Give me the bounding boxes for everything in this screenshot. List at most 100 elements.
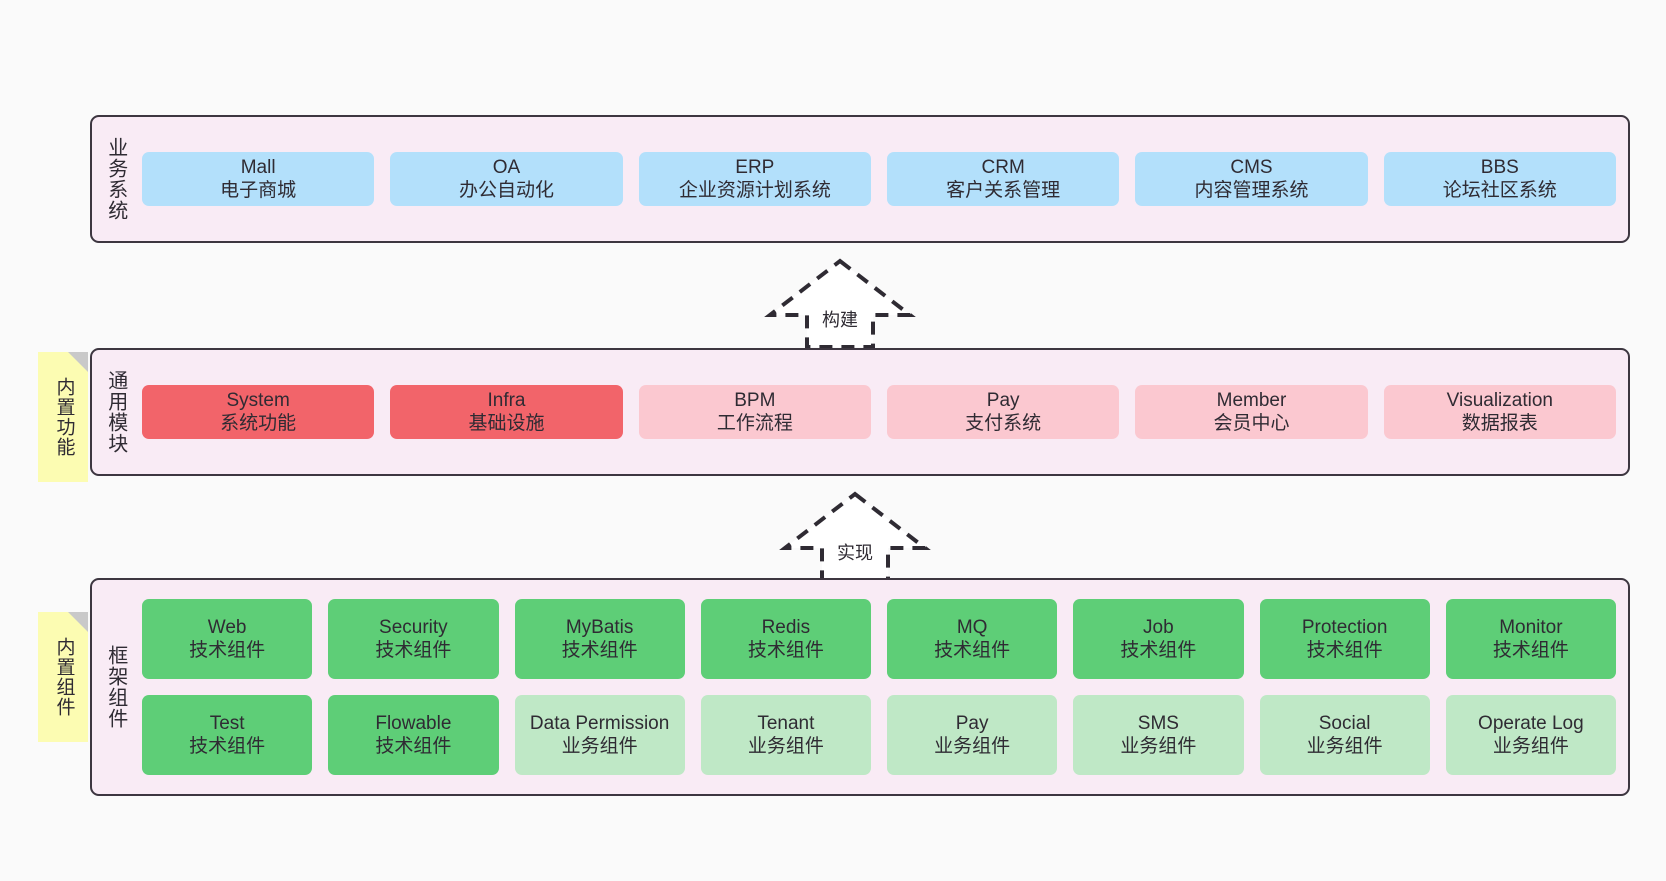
card-subtitle: 业务组件 xyxy=(1120,736,1197,757)
connector-build-label: 构建 xyxy=(822,310,858,330)
layer-framework-components-body: Web 技术组件 Security 技术组件 MyBatis 技术组件 Redi… xyxy=(138,580,1628,794)
card-subtitle: 业务组件 xyxy=(1492,736,1569,757)
card-subtitle: 数据报表 xyxy=(1461,413,1538,434)
card-cms[interactable]: CMS 内容管理系统 xyxy=(1135,151,1368,207)
folded-corner-icon xyxy=(68,612,88,632)
card-title: Job xyxy=(1143,616,1174,638)
business-systems-row: Mall 电子商城 OA 办公自动化 ERP 企业资源计划系统 CRM 客户关系… xyxy=(142,151,1616,207)
card-bbs[interactable]: BBS 论坛社区系统 xyxy=(1383,151,1616,207)
card-subtitle: 技术组件 xyxy=(934,640,1011,661)
card-crm[interactable]: CRM 客户关系管理 xyxy=(886,151,1120,207)
card-title: Protection xyxy=(1301,616,1388,638)
card-job[interactable]: Job 技术组件 xyxy=(1073,599,1244,679)
card-mq[interactable]: MQ 技术组件 xyxy=(887,599,1058,679)
card-visualization[interactable]: Visualization 数据报表 xyxy=(1383,384,1616,440)
connector-build: 构建 xyxy=(755,255,925,350)
layer-business-systems: 业务系统 Mall 电子商城 OA 办公自动化 ERP 企业资源计划系统 CRM… xyxy=(90,115,1630,243)
card-title: Redis xyxy=(761,616,811,638)
card-subtitle: 技术组件 xyxy=(561,640,638,661)
card-tenant[interactable]: Tenant 业务组件 xyxy=(700,695,871,775)
common-modules-row: System 系统功能 Infra 基础设施 BPM 工作流程 Pay 支付系统… xyxy=(142,384,1616,440)
card-member[interactable]: Member 会员中心 xyxy=(1135,384,1368,440)
hollow-arrow-up-icon xyxy=(779,491,931,582)
card-operate-log[interactable]: Operate Log 业务组件 xyxy=(1445,695,1616,775)
card-mall[interactable]: Mall 电子商城 xyxy=(142,151,375,207)
card-title: OA xyxy=(492,156,521,178)
card-pay-module[interactable]: Pay 支付系统 xyxy=(886,384,1120,440)
card-title: Web xyxy=(207,616,247,638)
card-subtitle: 会员中心 xyxy=(1213,413,1290,434)
layer-business-systems-body: Mall 电子商城 OA 办公自动化 ERP 企业资源计划系统 CRM 客户关系… xyxy=(138,117,1628,241)
card-title: Member xyxy=(1216,389,1287,411)
connector-implement: 实现 xyxy=(770,488,940,583)
card-erp[interactable]: ERP 企业资源计划系统 xyxy=(638,151,871,207)
card-subtitle: 技术组件 xyxy=(1492,640,1569,661)
card-subtitle: 论坛社区系统 xyxy=(1442,180,1557,201)
card-title: Tenant xyxy=(757,712,815,734)
card-subtitle: 办公自动化 xyxy=(458,180,554,201)
folded-corner-icon xyxy=(68,352,88,372)
card-mybatis[interactable]: MyBatis 技术组件 xyxy=(514,599,685,679)
card-subtitle: 技术组件 xyxy=(189,640,266,661)
card-oa[interactable]: OA 办公自动化 xyxy=(390,151,623,207)
card-title: CRM xyxy=(981,156,1025,178)
connector-implement-label: 实现 xyxy=(837,543,873,563)
card-title: Mall xyxy=(240,156,276,178)
card-subtitle: 技术组件 xyxy=(1306,640,1383,661)
card-test[interactable]: Test 技术组件 xyxy=(142,695,313,775)
layer-common-modules-label: 通用模块 xyxy=(104,370,127,454)
card-title: Monitor xyxy=(1499,616,1563,638)
sticky-note-builtin-components: 内置组件 xyxy=(38,612,88,742)
layer-framework-components: 框架组件 Web 技术组件 Security 技术组件 MyBatis 技术组件… xyxy=(90,578,1630,796)
card-web[interactable]: Web 技术组件 xyxy=(142,599,313,679)
sticky-note-builtin-features: 内置功能 xyxy=(38,352,88,482)
card-protection[interactable]: Protection 技术组件 xyxy=(1259,599,1430,679)
sticky-note-builtin-components-label: 内置组件 xyxy=(53,637,75,717)
card-title: Data Permission xyxy=(529,712,670,734)
card-title: Infra xyxy=(487,389,526,411)
card-sms[interactable]: SMS 业务组件 xyxy=(1073,695,1244,775)
card-subtitle: 技术组件 xyxy=(189,736,266,757)
card-title: MQ xyxy=(956,616,988,638)
card-subtitle: 电子商城 xyxy=(220,180,297,201)
card-social[interactable]: Social 业务组件 xyxy=(1259,695,1430,775)
card-flowable[interactable]: Flowable 技术组件 xyxy=(328,695,499,775)
card-redis[interactable]: Redis 技术组件 xyxy=(700,599,871,679)
card-security[interactable]: Security 技术组件 xyxy=(328,599,499,679)
card-title: Operate Log xyxy=(1478,712,1584,734)
card-subtitle: 业务组件 xyxy=(747,736,824,757)
layer-business-systems-label: 业务系统 xyxy=(104,137,127,221)
card-title: Flowable xyxy=(375,712,452,734)
card-title: SMS xyxy=(1137,712,1179,734)
card-title: Pay xyxy=(955,712,989,734)
card-subtitle: 工作流程 xyxy=(716,413,793,434)
card-title: Pay xyxy=(986,389,1020,411)
card-subtitle: 企业资源计划系统 xyxy=(678,180,831,201)
card-subtitle: 系统功能 xyxy=(220,413,297,434)
card-bpm[interactable]: BPM 工作流程 xyxy=(638,384,871,440)
card-title: BPM xyxy=(734,389,776,411)
card-title: Test xyxy=(209,712,245,734)
card-title: CMS xyxy=(1230,156,1273,178)
framework-business-components-row: Test 技术组件 Flowable 技术组件 Data Permission … xyxy=(142,695,1616,775)
card-infra[interactable]: Infra 基础设施 xyxy=(390,384,623,440)
layer-common-modules: 通用模块 System 系统功能 Infra 基础设施 BPM 工作流程 Pay… xyxy=(90,348,1630,476)
card-pay-component[interactable]: Pay 业务组件 xyxy=(887,695,1058,775)
card-system[interactable]: System 系统功能 xyxy=(142,384,375,440)
card-data-permission[interactable]: Data Permission 业务组件 xyxy=(514,695,685,775)
card-subtitle: 技术组件 xyxy=(375,640,452,661)
card-subtitle: 基础设施 xyxy=(468,413,545,434)
card-title: ERP xyxy=(735,156,775,178)
card-subtitle: 内容管理系统 xyxy=(1194,180,1309,201)
card-subtitle: 技术组件 xyxy=(747,640,824,661)
layer-common-modules-body: System 系统功能 Infra 基础设施 BPM 工作流程 Pay 支付系统… xyxy=(138,350,1628,474)
card-monitor[interactable]: Monitor 技术组件 xyxy=(1445,599,1616,679)
card-subtitle: 业务组件 xyxy=(934,736,1011,757)
sticky-note-builtin-features-label: 内置功能 xyxy=(53,377,75,457)
layer-framework-components-label: 框架组件 xyxy=(104,645,127,729)
card-subtitle: 技术组件 xyxy=(1120,640,1197,661)
framework-tech-components-row: Web 技术组件 Security 技术组件 MyBatis 技术组件 Redi… xyxy=(142,599,1616,679)
card-title: MyBatis xyxy=(565,616,634,638)
card-title: Security xyxy=(379,616,448,638)
